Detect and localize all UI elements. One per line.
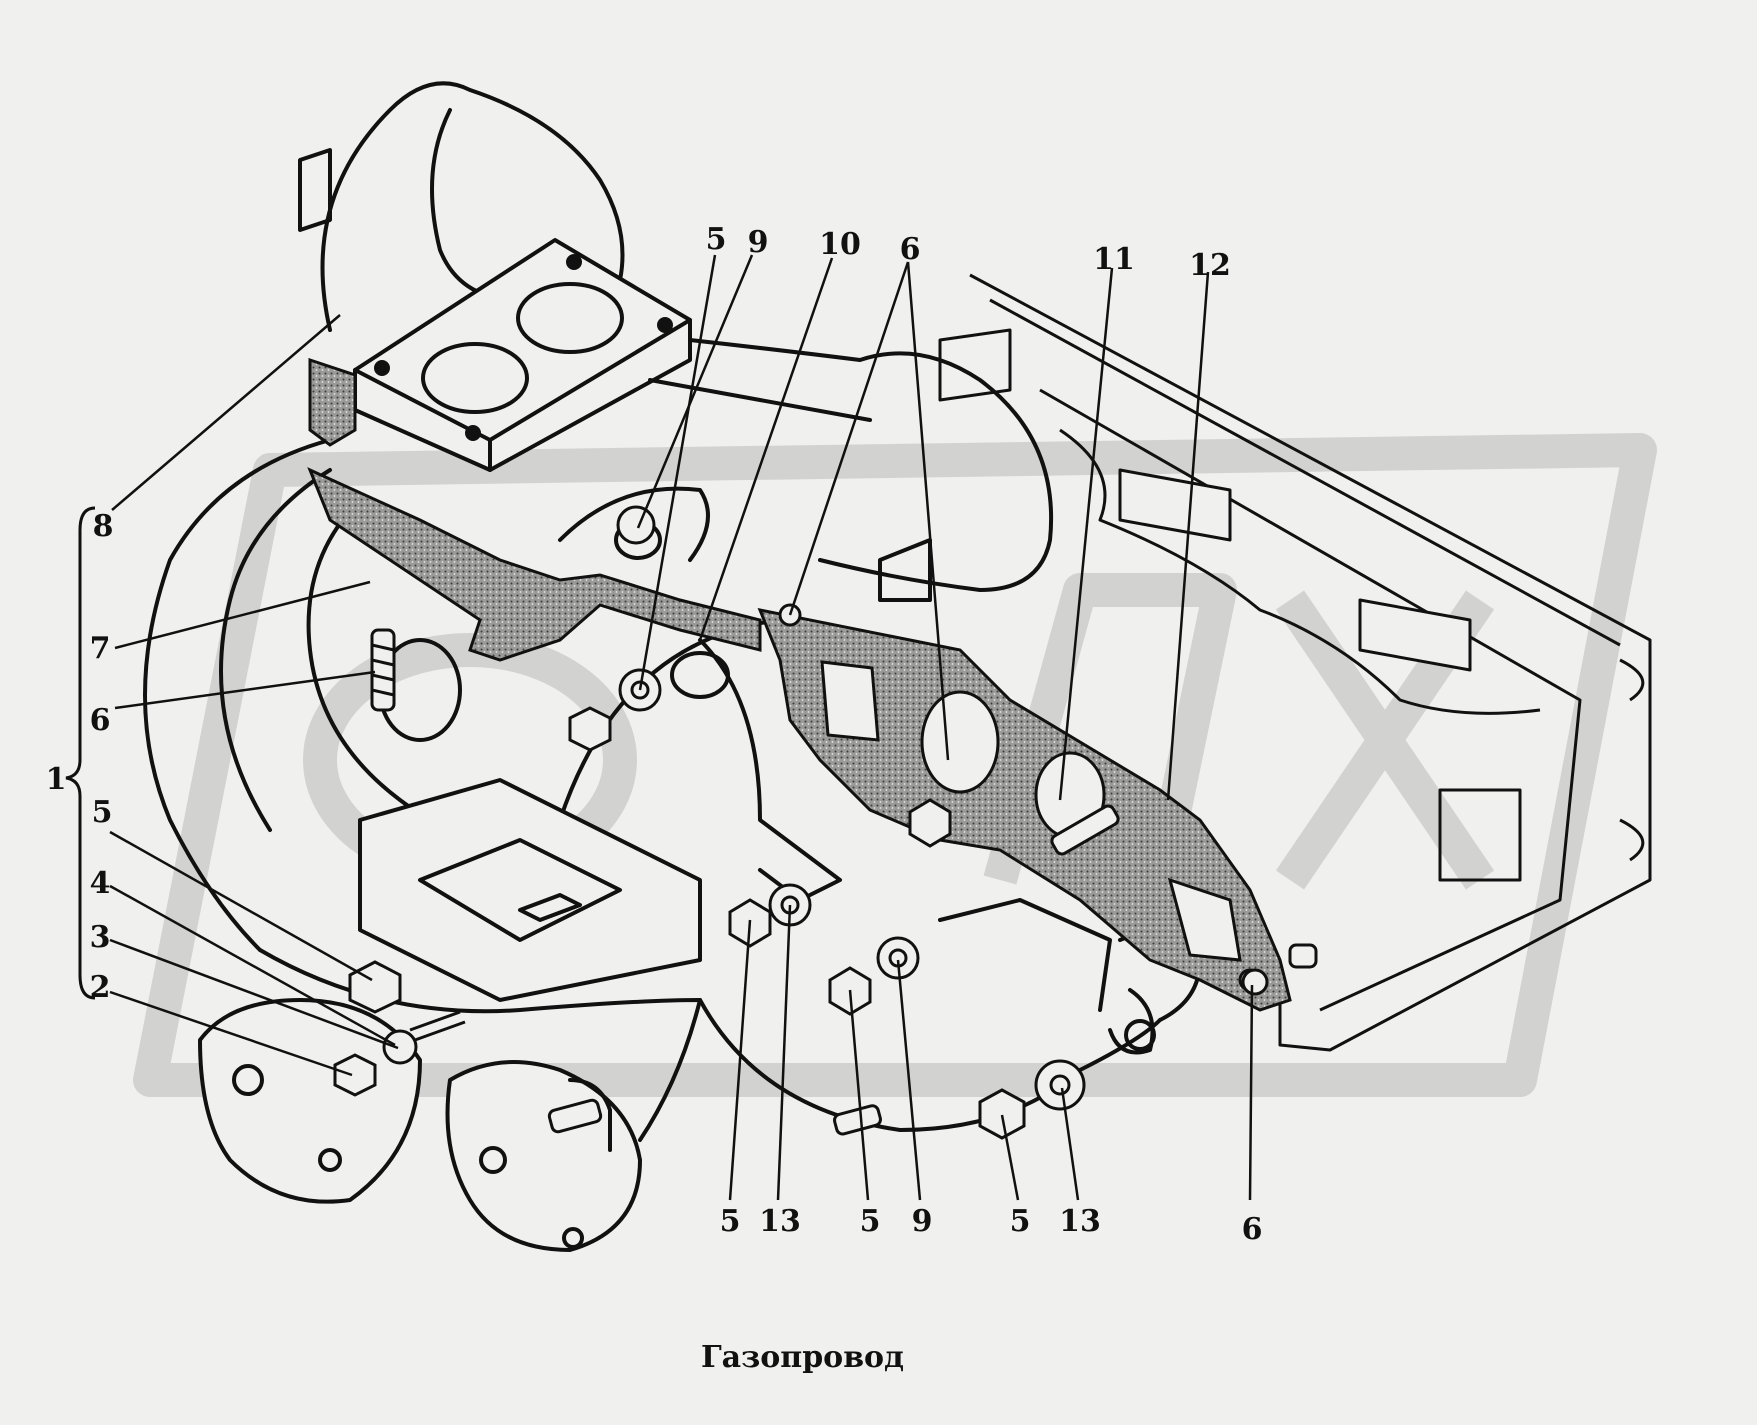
washer-top — [616, 505, 656, 545]
callout-5-bottom-1: 5 — [719, 1204, 741, 1239]
stud-bottom-left — [547, 1098, 603, 1134]
washer-3 — [382, 1029, 418, 1065]
callout-1: 1 — [45, 762, 67, 797]
callout-13-bottom-1: 13 — [759, 1204, 801, 1239]
nut-right — [1241, 968, 1269, 996]
callout-6-left: 6 — [89, 703, 111, 738]
callout-7: 7 — [89, 631, 111, 666]
stud-bottom-mid — [833, 1104, 882, 1136]
callout-8: 8 — [92, 509, 114, 544]
callout-10: 10 — [819, 227, 861, 262]
callout-5-left: 5 — [91, 795, 113, 830]
cylinder-head-block — [938, 273, 1652, 1052]
callout-9-top: 9 — [747, 225, 769, 260]
nut-gasket — [908, 798, 952, 848]
gasket-upper — [307, 357, 762, 662]
stud-left — [370, 628, 396, 712]
nut-middle-left — [568, 706, 612, 752]
callout-6-top: 6 — [899, 232, 921, 267]
callout-12: 12 — [1189, 248, 1231, 283]
callout-11: 11 — [1093, 242, 1135, 277]
stud-right — [1288, 943, 1318, 969]
callout-5-top: 5 — [705, 222, 727, 257]
callout-3: 3 — [89, 920, 111, 955]
callout-2: 2 — [89, 970, 111, 1005]
callout-4: 4 — [89, 866, 111, 901]
callout-13-bottom-2: 13 — [1059, 1204, 1101, 1239]
diagram-caption: Газопровод — [700, 1340, 905, 1375]
stud-gasket — [1050, 804, 1120, 856]
manifold-body — [143, 81, 1202, 1252]
nut-lower-left — [348, 960, 402, 1014]
nut-bottom-3 — [978, 1088, 1026, 1140]
gasket-exhaust — [757, 603, 1292, 1012]
callout-9-bottom: 9 — [911, 1204, 933, 1239]
nut-2 — [333, 1053, 377, 1097]
leader-lines — [109, 254, 1254, 1201]
callout-5-bottom-3: 5 — [1009, 1204, 1031, 1239]
callout-5-bottom-2: 5 — [859, 1204, 881, 1239]
assembly-bracket — [65, 506, 96, 1000]
callout-6-bottom: 6 — [1241, 1212, 1263, 1247]
